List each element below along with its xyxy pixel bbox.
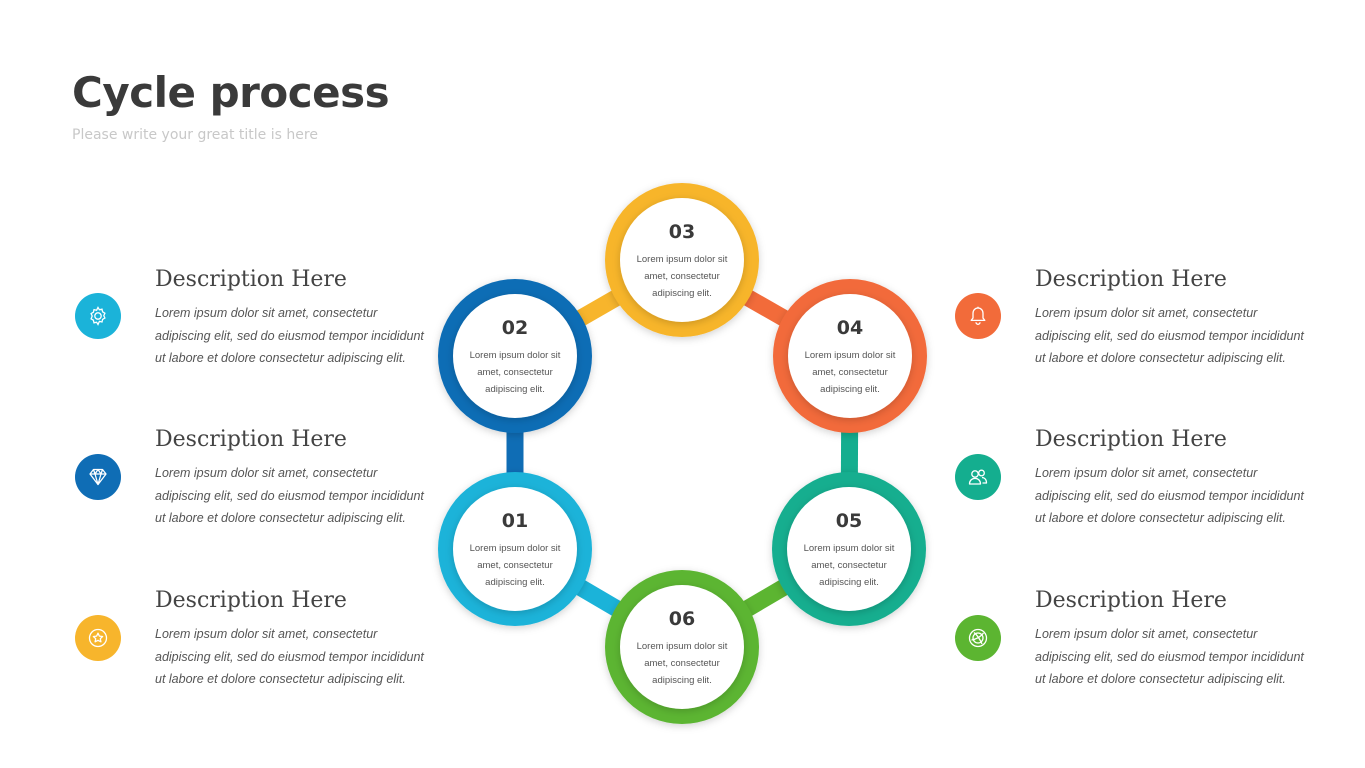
cycle-node-text: Lorem ipsum dolor sit	[804, 543, 895, 554]
description-title: Description Here	[1035, 427, 1227, 452]
description-title: Description Here	[155, 588, 347, 613]
cycle-node-text: adipiscing elit.	[485, 384, 545, 395]
cycle-node-text: amet, consectetur	[477, 367, 553, 378]
bell-icon	[955, 293, 1001, 339]
cycle-node-text: adipiscing elit.	[652, 675, 712, 686]
description-text: Lorem ipsum dolor sit amet, consectetur …	[155, 466, 424, 525]
page-title: Cycle process	[72, 68, 390, 117]
right-item-1: Description Here Lorem ipsum dolor sit a…	[1035, 266, 1310, 370]
left-item-3: Description Here Lorem ipsum dolor sit a…	[155, 587, 430, 691]
cycle-node-text: Lorem ipsum dolor sit	[470, 543, 561, 554]
description-text: Lorem ipsum dolor sit amet, consectetur …	[155, 627, 424, 686]
cycle-node-text: amet, consectetur	[644, 658, 720, 669]
cycle-node-number: 01	[502, 510, 528, 532]
right-item-3: Description Here Lorem ipsum dolor sit a…	[1035, 587, 1310, 691]
cycle-node-text: amet, consectetur	[811, 560, 887, 571]
cycle-node-text: Lorem ipsum dolor sit	[637, 641, 728, 652]
cycle-node-number: 04	[837, 317, 863, 339]
users-icon	[955, 454, 1001, 500]
cycle-node-center	[620, 198, 744, 322]
diamond-icon	[75, 454, 121, 500]
cycle-node-center	[787, 487, 911, 611]
description-title: Description Here	[1035, 267, 1227, 292]
cycle-node-center	[620, 585, 744, 709]
cycle-node-text: adipiscing elit.	[819, 577, 879, 588]
cycle-node-center	[453, 294, 577, 418]
cycle-node-number: 05	[836, 510, 862, 532]
cycle-node-text: adipiscing elit.	[485, 577, 545, 588]
description-title: Description Here	[1035, 588, 1227, 613]
cycle-node-center	[788, 294, 912, 418]
dribbble-icon	[955, 615, 1001, 661]
star-badge-icon	[75, 615, 121, 661]
description-text: Lorem ipsum dolor sit amet, consectetur …	[155, 306, 424, 365]
left-item-2: Description Here Lorem ipsum dolor sit a…	[155, 426, 430, 530]
cycle-node-text: amet, consectetur	[644, 271, 720, 282]
cycle-node-text: Lorem ipsum dolor sit	[805, 350, 896, 361]
description-text: Lorem ipsum dolor sit amet, consectetur …	[1035, 466, 1304, 525]
cycle-node-number: 03	[669, 221, 695, 243]
cycle-node-text: Lorem ipsum dolor sit	[637, 254, 728, 265]
cycle-node-center	[453, 487, 577, 611]
cycle-node-text: adipiscing elit.	[820, 384, 880, 395]
cycle-node-text: Lorem ipsum dolor sit	[470, 350, 561, 361]
description-title: Description Here	[155, 267, 347, 292]
description-title: Description Here	[155, 427, 347, 452]
cycle-node-text: amet, consectetur	[477, 560, 553, 571]
description-text: Lorem ipsum dolor sit amet, consectetur …	[1035, 627, 1304, 686]
description-text: Lorem ipsum dolor sit amet, consectetur …	[1035, 306, 1304, 365]
right-item-2: Description Here Lorem ipsum dolor sit a…	[1035, 426, 1310, 530]
cycle-node-number: 06	[669, 608, 695, 630]
cycle-node-text: adipiscing elit.	[652, 288, 712, 299]
cycle-node-number: 02	[502, 317, 528, 339]
left-item-1: Description Here Lorem ipsum dolor sit a…	[155, 266, 430, 370]
cycle-node-text: amet, consectetur	[812, 367, 888, 378]
gear-icon	[75, 293, 121, 339]
page-subtitle: Please write your great title is here	[72, 127, 318, 143]
